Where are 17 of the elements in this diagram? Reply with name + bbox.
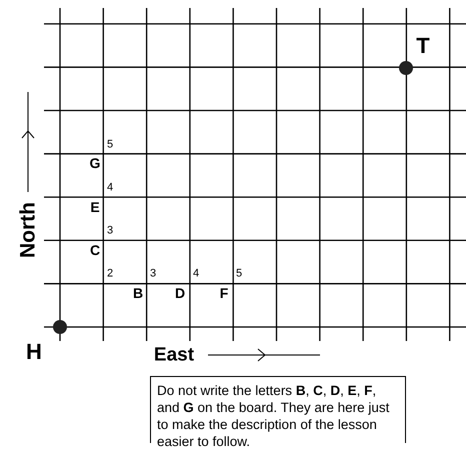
point-label: C [90,243,100,257]
point-label: H [26,341,42,363]
axis-label: North [18,202,38,258]
step-number: 5 [106,140,114,150]
point-label: F [220,286,228,300]
point-label: E [90,200,100,214]
axis-label: East [154,346,194,364]
point-label: T [416,35,430,57]
step-number: 4 [192,268,200,280]
point-label: D [174,286,186,300]
step-number: 4 [106,182,114,194]
point-label: B [132,286,144,300]
step-number: 2 [106,268,114,280]
step-number: 3 [150,268,156,280]
point-label: G [90,156,100,170]
step-number: 5 [236,268,242,280]
step-number: 3 [106,226,114,236]
